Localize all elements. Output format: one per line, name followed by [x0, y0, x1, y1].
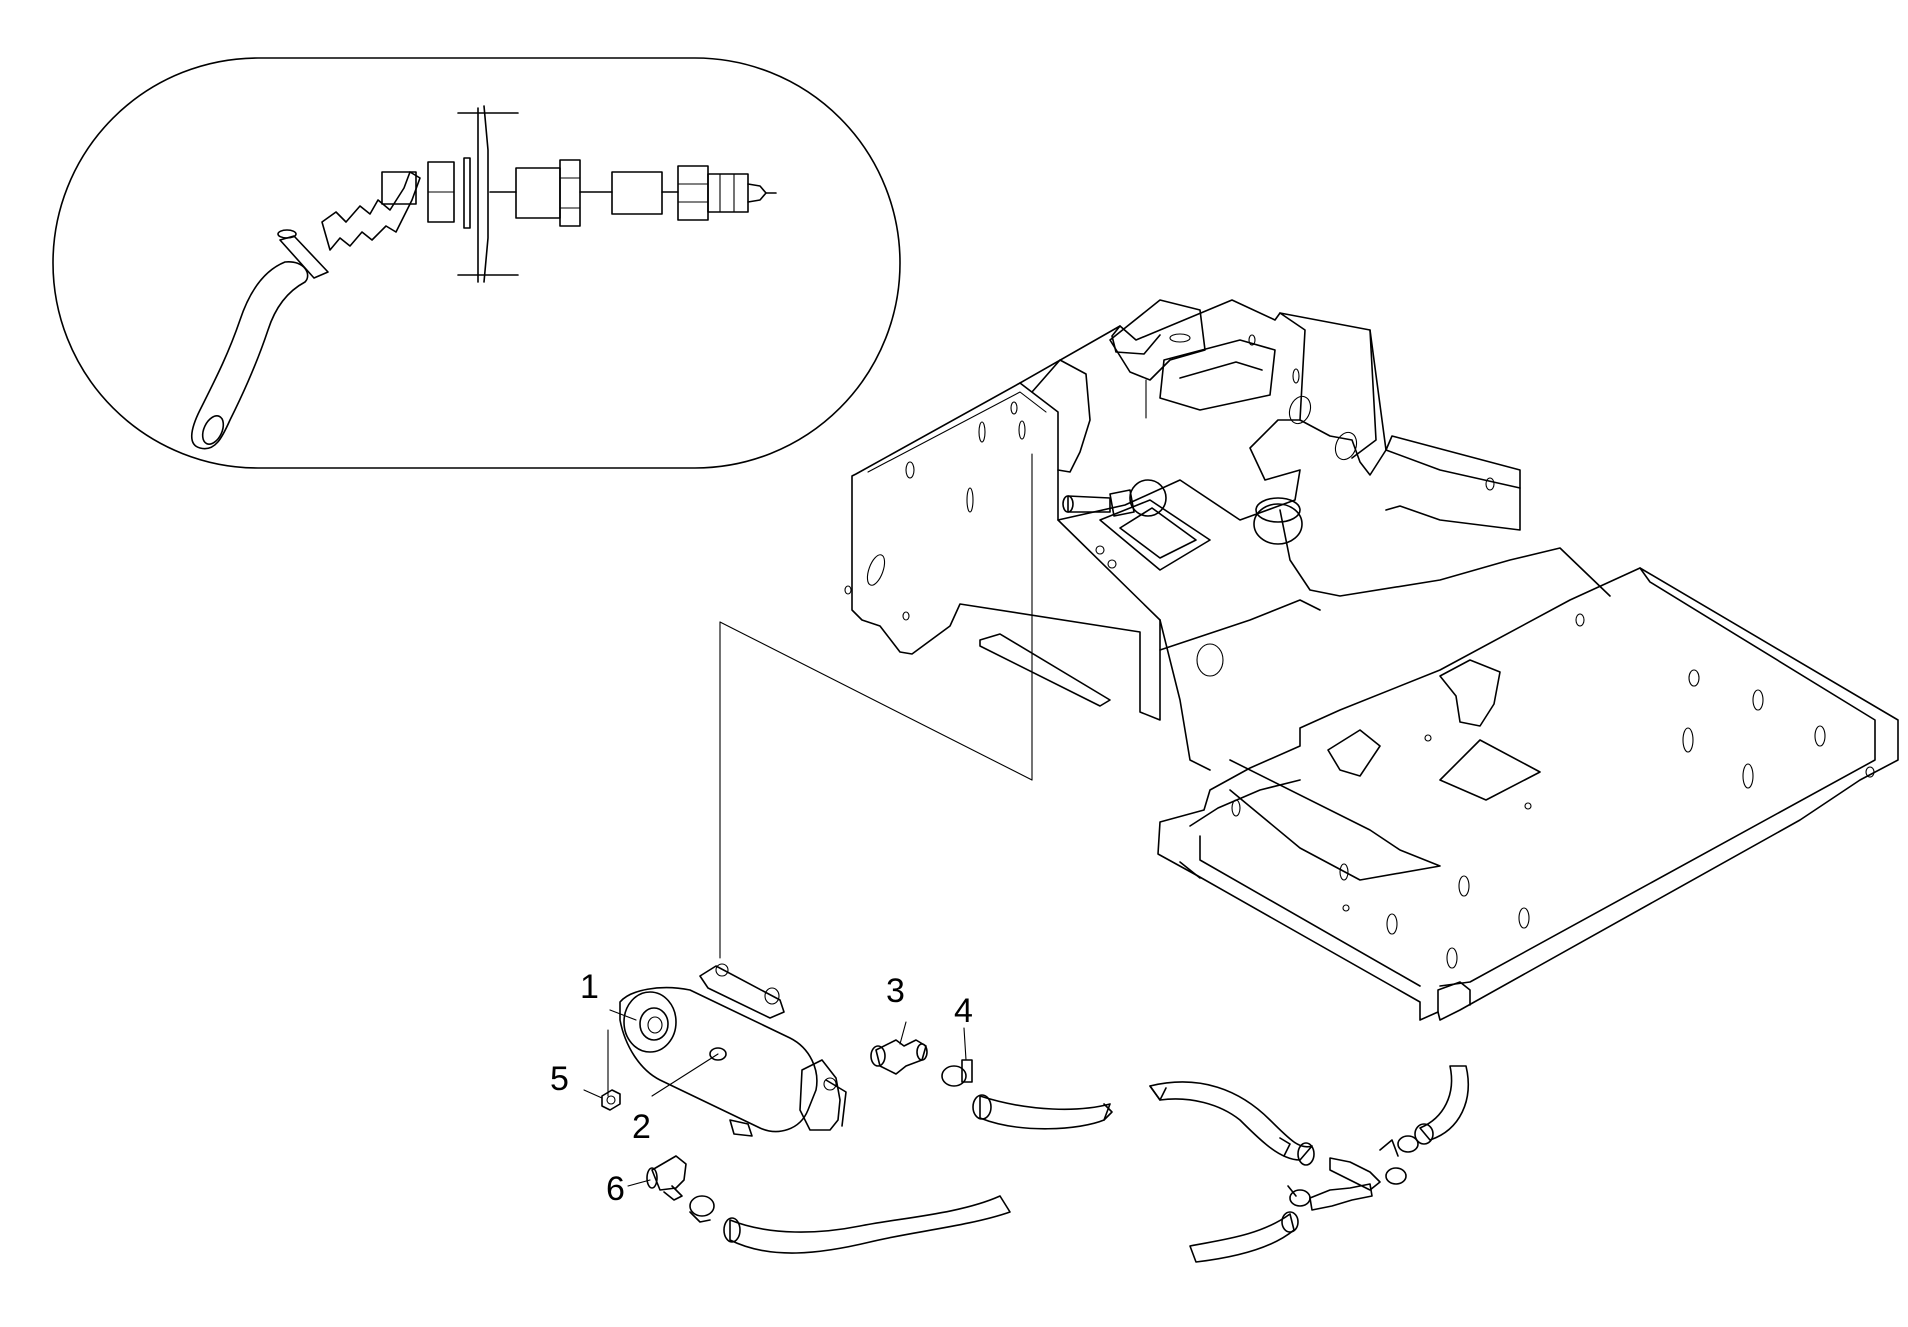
- nut-part: [601, 1089, 621, 1111]
- hose-upper-mid: [1149, 1081, 1315, 1166]
- straight-fitting-part: [646, 1155, 687, 1201]
- platform-pins: [1231, 613, 1875, 969]
- inset-quick-connect: [677, 165, 777, 221]
- chassis-fittings: [1062, 479, 1303, 569]
- assembly-leader: [719, 453, 1033, 959]
- pump-motor: [619, 963, 847, 1137]
- clamp-lower: [689, 1195, 715, 1223]
- elbow-fitting-part: [870, 1039, 928, 1075]
- callout-3: 3: [886, 972, 905, 1010]
- callout-5: 5: [550, 1060, 569, 1098]
- inset-panel: [457, 105, 519, 283]
- inset-washer: [463, 157, 471, 229]
- inset-tube: [277, 229, 329, 279]
- washer-part: [709, 1047, 727, 1061]
- wall-holes: [844, 333, 1495, 677]
- detail-inset: [52, 57, 901, 469]
- hose-lower-left: [723, 1195, 1011, 1254]
- inset-hex-nut: [427, 161, 455, 223]
- hose-upper-right: [1414, 1065, 1470, 1145]
- callout-labels: 1 2 3 4 5 6: [550, 968, 973, 1208]
- chassis-frame: [844, 299, 1899, 1021]
- callout-1: 1: [580, 968, 599, 1006]
- inset-barbed-elbow: [321, 171, 421, 251]
- callout-6: 6: [606, 1170, 625, 1208]
- inset-hose: [190, 261, 309, 450]
- callout-4: 4: [954, 992, 973, 1030]
- inset-bulkhead-fitting: [489, 159, 613, 227]
- inset-coupler: [611, 171, 679, 215]
- callout-2: 2: [632, 1108, 651, 1146]
- hose-upper-left: [972, 1094, 1113, 1130]
- barbed-tee-fittings: [1279, 1135, 1419, 1211]
- hose-clamp-part: [941, 1059, 973, 1087]
- hose-lower-right: [1189, 1211, 1299, 1263]
- callout-leaders: [583, 1009, 967, 1187]
